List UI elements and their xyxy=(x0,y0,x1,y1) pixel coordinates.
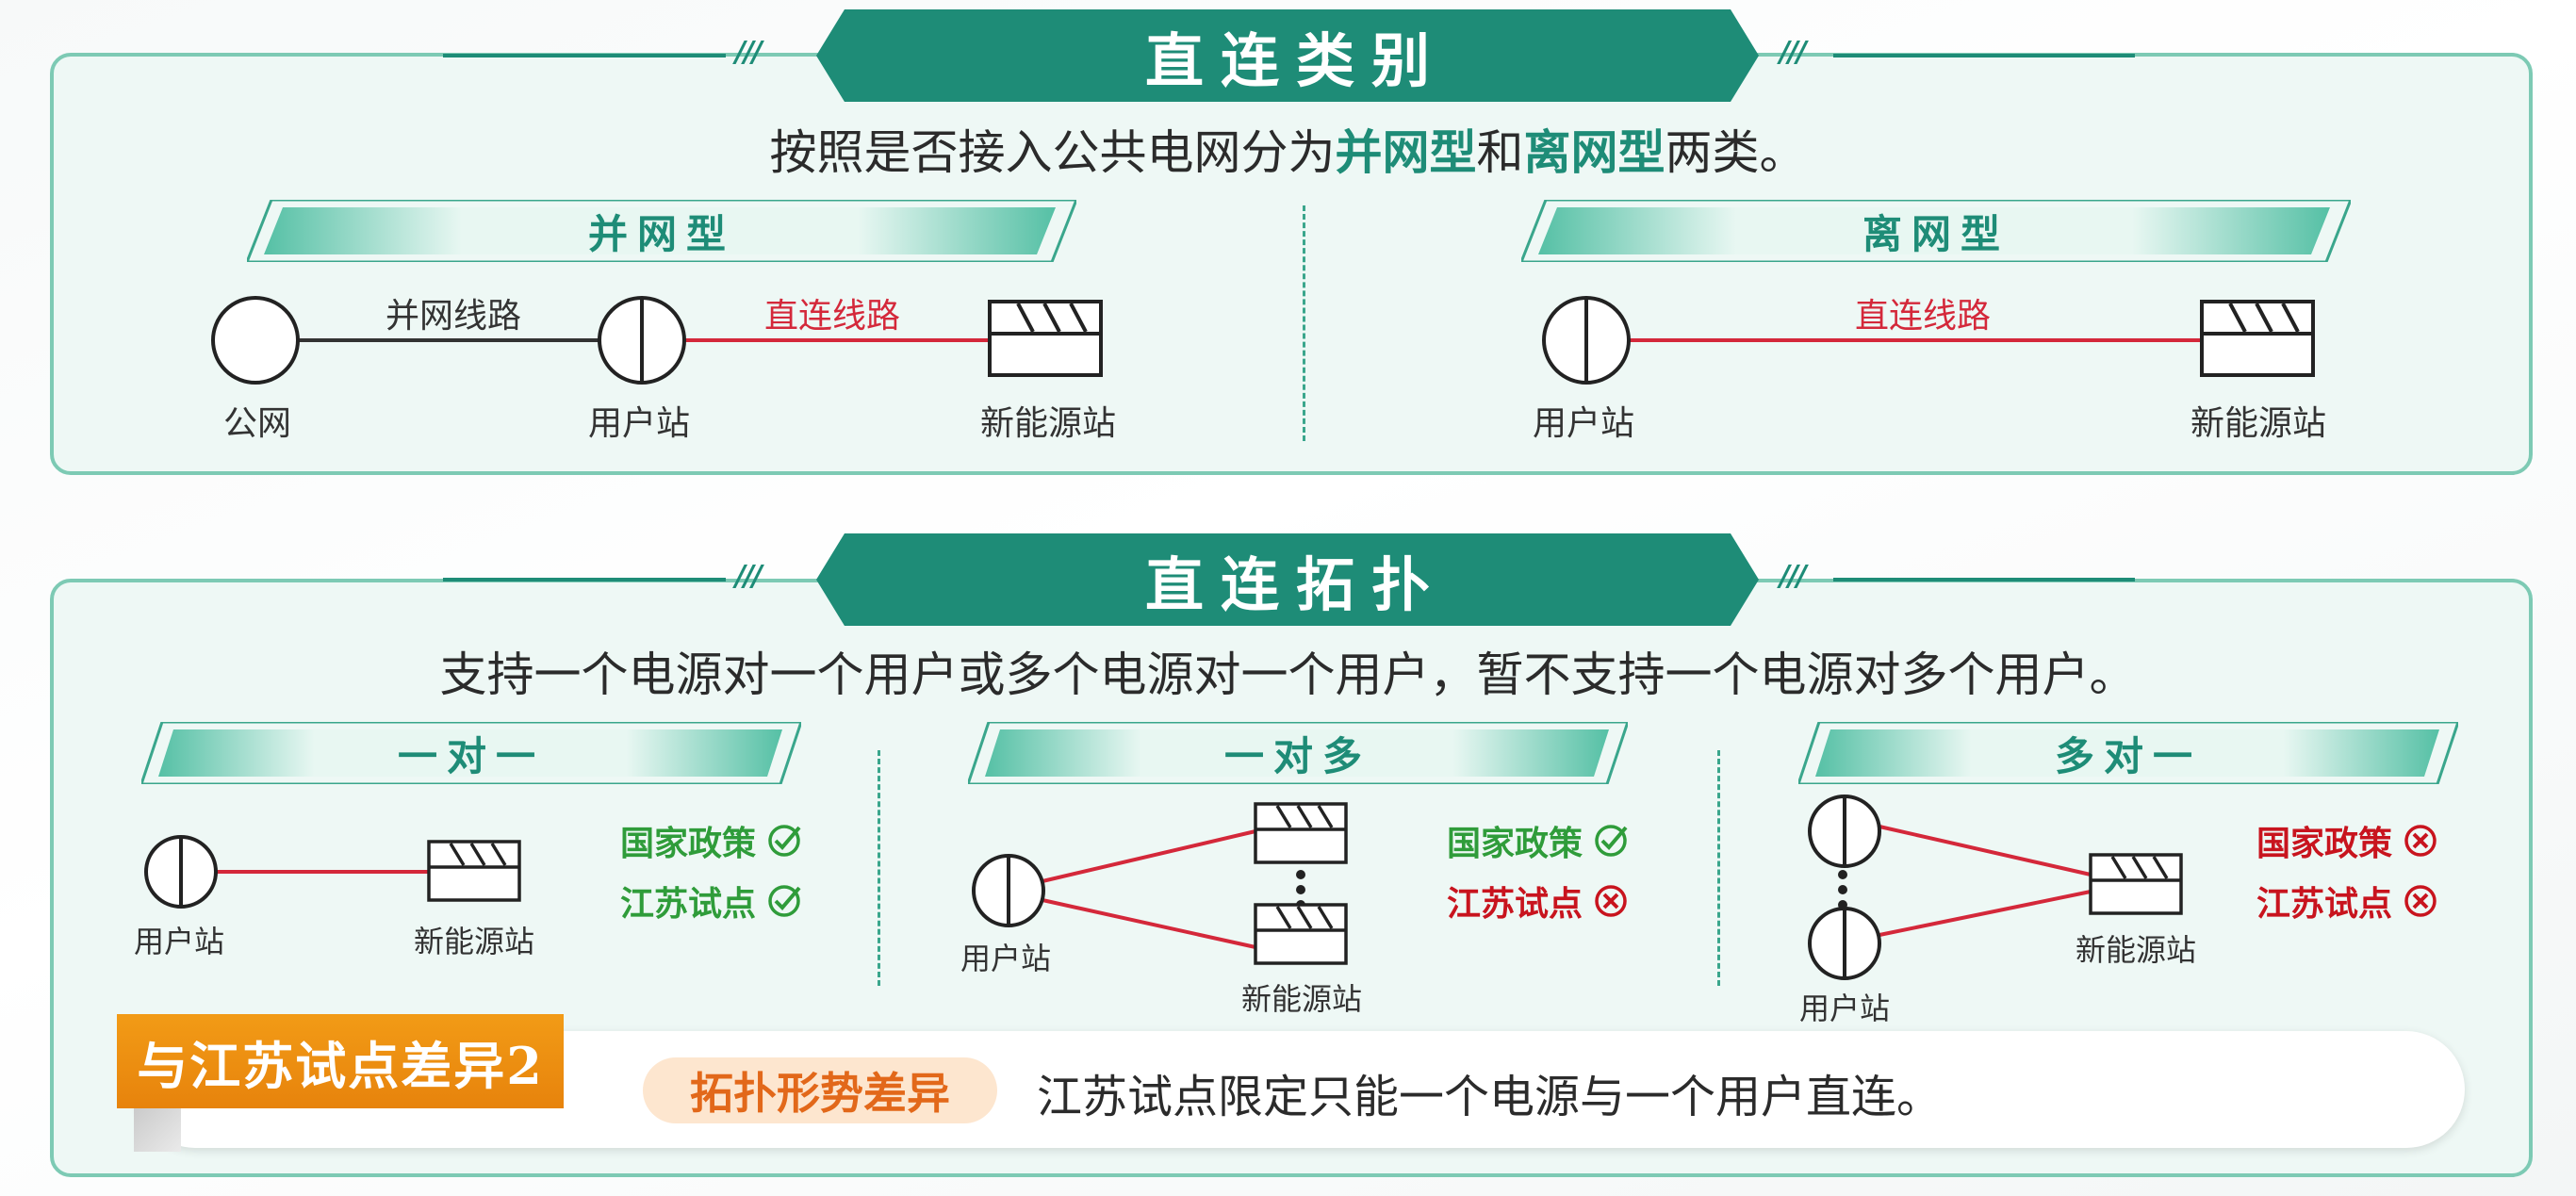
case2-policy-national: 国家政策 xyxy=(1447,816,1630,865)
intro-mid: 和 xyxy=(1476,125,1524,180)
one-to-many-diagram xyxy=(972,802,1348,965)
offgrid-plant-label: 新能源站 xyxy=(2190,404,2327,443)
check-icon xyxy=(768,825,801,857)
ribbon-grid-label: 并网型 xyxy=(587,210,735,257)
divider-case-1-2 xyxy=(878,750,880,986)
banner2-deco-slashes-left: /// xyxy=(735,560,763,593)
ribbon-many-to-one-label: 多对一 xyxy=(2054,732,2202,779)
grid-type-diagram xyxy=(211,296,1103,385)
divider-case-2-3 xyxy=(1717,750,1720,986)
ribbon-offgrid-label: 离网型 xyxy=(1862,210,2010,257)
ribbon-offgrid-type: 离网型 xyxy=(1521,200,2351,262)
banner-deco-line-left xyxy=(443,54,726,57)
intro-type-offgrid: 离网型 xyxy=(1523,125,1665,180)
difference-tag-fold xyxy=(134,1105,181,1152)
case2-policy-jiangsu: 江苏试点 xyxy=(1447,877,1630,926)
banner-deco-line-right xyxy=(1833,54,2135,57)
check-icon xyxy=(1595,825,1628,857)
case3-policy-national-label: 国家政策 xyxy=(2256,825,2393,863)
offgrid-type-diagram xyxy=(1542,296,2315,385)
case3-policy-jiangsu: 江苏试点 xyxy=(2256,877,2439,926)
case2-policy-jiangsu-label: 江苏试点 xyxy=(1447,885,1583,924)
intro-type-grid: 并网型 xyxy=(1335,125,1477,180)
case1-policy-national-label: 国家政策 xyxy=(620,825,757,863)
difference-text: 江苏试点限定只能一个电源与一个用户直连。 xyxy=(1037,1071,1943,1123)
user-station-label: 用户站 xyxy=(587,404,691,443)
category-intro: 按照是否接入公共电网分为并网型和离网型两类。 xyxy=(0,115,2576,183)
case1-policy-jiangsu-label: 江苏试点 xyxy=(620,885,757,924)
grid-line-label: 并网线路 xyxy=(385,297,522,336)
case3-plant-label: 新能源站 xyxy=(2075,932,2197,968)
banner2-deco-line-right xyxy=(1833,578,2135,582)
ribbon-one-to-one: 一对一 xyxy=(141,722,801,784)
ribbon-one-to-one-label: 一对一 xyxy=(397,732,545,779)
case2-policy-national-label: 国家政策 xyxy=(1447,825,1583,863)
case1-policy-national: 国家政策 xyxy=(620,816,803,865)
category-title: 直连类别 xyxy=(1144,26,1447,95)
ribbon-one-to-many: 一对多 xyxy=(968,722,1628,784)
case1-policy-jiangsu: 江苏试点 xyxy=(620,877,803,926)
ribbon-one-to-many-label: 一对多 xyxy=(1223,732,1371,779)
banner-deco-slashes-left: /// xyxy=(735,36,763,69)
grid-direct-line-label: 直连线路 xyxy=(763,297,901,336)
case1-plant-label: 新能源站 xyxy=(413,924,535,959)
topology-title: 直连拓扑 xyxy=(1144,550,1447,619)
plant-station-label: 新能源站 xyxy=(979,404,1117,443)
category-panel xyxy=(50,53,2533,475)
offgrid-user-label: 用户站 xyxy=(1532,404,1635,443)
case3-policy-jiangsu-label: 江苏试点 xyxy=(2256,885,2393,924)
category-banner: 直连类别 xyxy=(816,9,1759,102)
cross-icon xyxy=(1595,885,1627,917)
cross-icon xyxy=(2404,825,2437,857)
topology-banner: 直连拓扑 xyxy=(816,533,1759,626)
difference-tag: 与江苏试点差异2 xyxy=(117,1014,564,1108)
case2-user-label: 用户站 xyxy=(960,941,1052,976)
intro-suffix: 两类。 xyxy=(1665,125,1807,180)
case2-plant-label: 新能源站 xyxy=(1240,981,1363,1017)
intro-prefix: 按照是否接入公共电网分为 xyxy=(769,125,1336,180)
banner-deco-slashes-right: /// xyxy=(1780,36,1807,69)
banner2-deco-slashes-right: /// xyxy=(1780,560,1807,593)
offgrid-plant-node xyxy=(2200,300,2315,377)
offgrid-direct-line-label: 直连线路 xyxy=(1854,297,1992,336)
difference-pill: 拓扑形势差异 xyxy=(643,1057,997,1123)
divider-section1 xyxy=(1303,205,1305,441)
case1-user-label: 用户站 xyxy=(133,924,225,959)
public-grid-node xyxy=(211,296,300,385)
ribbon-many-to-one: 多对一 xyxy=(1798,722,2458,784)
many-to-one-diagram xyxy=(1808,795,2183,980)
case3-policy-national: 国家政策 xyxy=(2256,816,2439,865)
ribbon-grid-type: 并网型 xyxy=(247,200,1076,262)
case3-user-label: 用户站 xyxy=(1798,991,1891,1026)
cross-icon xyxy=(2404,885,2437,917)
one-to-one-diagram xyxy=(144,835,521,909)
topology-intro: 支持一个电源对一个用户或多个电源对一个用户，暂不支持一个电源对多个用户。 xyxy=(439,647,2137,702)
check-icon xyxy=(768,885,801,917)
plant-station-node xyxy=(988,300,1103,377)
public-grid-label: 公网 xyxy=(222,404,292,443)
banner2-deco-line-left xyxy=(443,578,726,582)
